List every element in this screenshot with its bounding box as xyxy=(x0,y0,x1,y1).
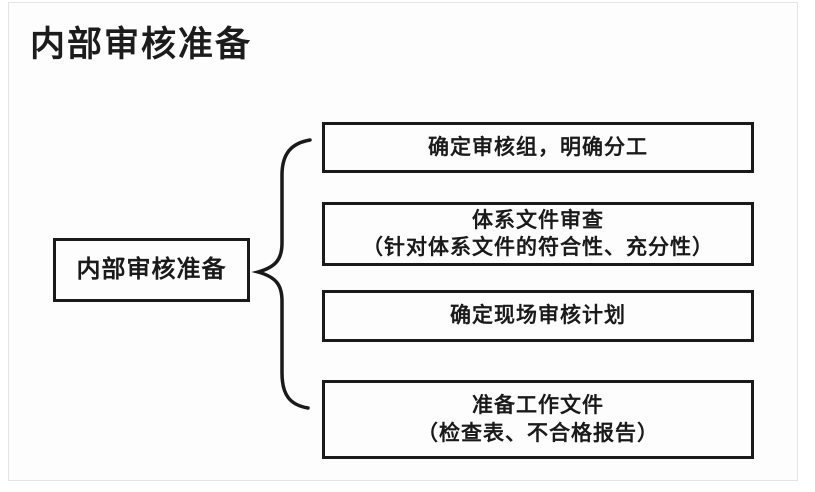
branch-node-sublabel: （针对体系文件的符合性、充分性） xyxy=(362,236,714,259)
branch-node-sublabel: （检查表、不合格报告） xyxy=(417,421,659,445)
branch-node-onsite-plan: 确定现场审核计划 xyxy=(322,290,754,342)
root-node: 内部审核准备 xyxy=(53,238,250,302)
root-node-label: 内部审核准备 xyxy=(76,256,227,284)
branch-node-working-documents: 准备工作文件 （检查表、不合格报告） xyxy=(322,380,754,459)
branch-node-label: 确定现场审核计划 xyxy=(450,304,626,328)
branch-node-document-review: 体系文件审查 （针对体系文件的符合性、充分性） xyxy=(322,202,754,266)
brace-connector-icon xyxy=(251,138,312,410)
branch-node-audit-team: 确定审核组，明确分工 xyxy=(322,122,754,173)
branch-node-label: 准备工作文件 xyxy=(472,394,604,418)
branch-node-label: 体系文件审查 xyxy=(472,208,604,232)
branch-node-label: 确定审核组，明确分工 xyxy=(428,135,648,159)
page-title: 内部审核准备 xyxy=(30,25,253,64)
